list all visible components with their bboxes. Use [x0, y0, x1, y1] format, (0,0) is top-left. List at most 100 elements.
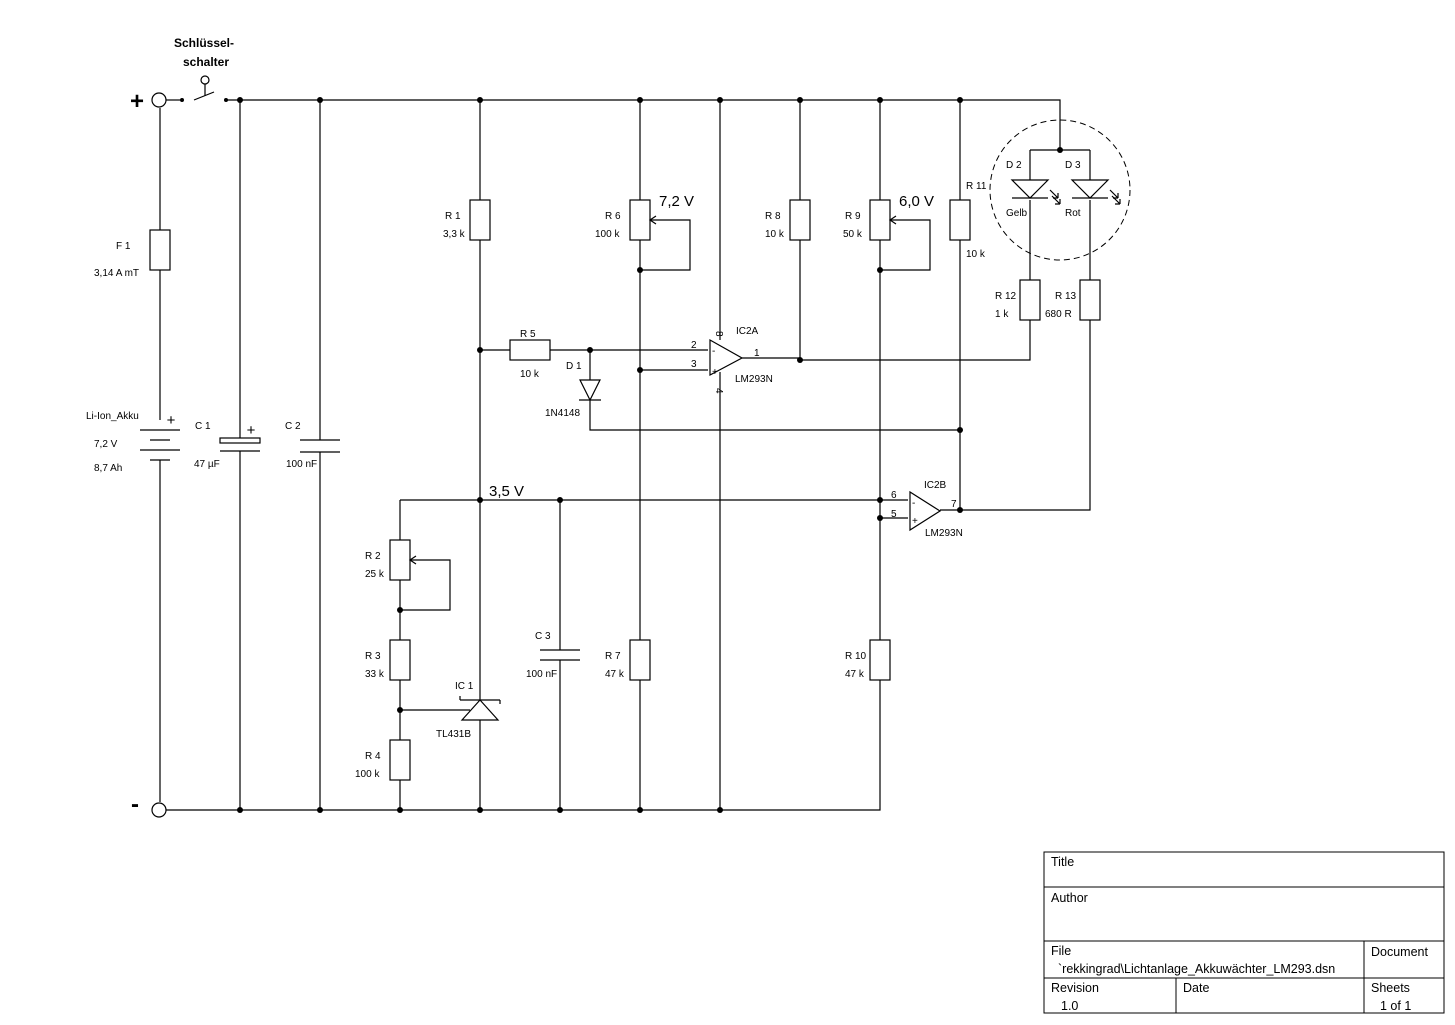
ic2b-pin-5: 5 — [891, 509, 897, 520]
junction-dots — [237, 97, 1063, 813]
r11-value: 10 k — [966, 249, 986, 260]
capacitor-c1: + C 1 47 µF — [194, 421, 261, 470]
f1-value: 3,14 A mT — [94, 268, 139, 279]
r4-value: 100 k — [355, 769, 380, 780]
capacitor-c3: C 3 100 nF — [526, 631, 580, 680]
ic2b-value: LM293N — [925, 528, 963, 539]
r10-ref: R 10 — [845, 651, 867, 662]
ic2a-pin-4: 4 — [713, 388, 724, 394]
r6-ref: R 6 — [605, 211, 621, 222]
c1-ref: C 1 — [195, 421, 211, 432]
ic2a-pin-1: 1 — [754, 348, 760, 359]
minus-sign: - — [131, 791, 139, 818]
c1-value: 47 µF — [194, 459, 220, 470]
r8-value: 10 k — [765, 229, 785, 240]
title-block: Title Author File `rekkingrad\Lichtanlag… — [1043, 851, 1445, 1014]
shunt-reference-ic1: IC 1 TL431B — [436, 681, 501, 740]
ic2a-pin-2: 2 — [691, 340, 697, 351]
resistor-r11: R 11 10 k — [949, 181, 987, 260]
r5-ref: R 5 — [520, 329, 536, 340]
r12-ref: R 12 — [995, 291, 1017, 302]
title-label: Title — [1051, 855, 1074, 869]
r10-value: 47 k — [845, 669, 865, 680]
ic2a-plus: + — [712, 367, 718, 378]
potentiometer-r9: R 9 50 k 6,0 V — [843, 193, 934, 241]
author-label: Author — [1051, 891, 1088, 905]
r2-ref: R 2 — [365, 551, 381, 562]
resistor-r3: R 3 33 k — [365, 639, 411, 681]
ic2b-pin-6: 6 — [891, 490, 897, 501]
d1-ref: D 1 — [566, 361, 582, 372]
r2-value: 25 k — [365, 569, 385, 580]
r1-value: 3,3 k — [443, 229, 466, 240]
capacitor-c2: C 2 100 nF — [285, 421, 340, 470]
potentiometer-r6: R 6 100 k 7,2 V — [595, 193, 694, 241]
r9-ref: R 9 — [845, 211, 861, 222]
key-switch: Schlüssel- schalter — [174, 36, 234, 102]
r13-value: 680 R — [1045, 309, 1072, 320]
r12-value: 1 k — [995, 309, 1009, 320]
switch-label-line1: Schlüssel- — [174, 36, 234, 50]
f1-ref: F 1 — [116, 241, 131, 252]
r1-ref: R 1 — [445, 211, 461, 222]
voltage-label-r6: 7,2 V — [659, 193, 694, 210]
ic2a-pin-3: 3 — [691, 359, 697, 370]
sheets-value: 1 of 1 — [1380, 999, 1411, 1013]
r3-value: 33 k — [365, 669, 385, 680]
ic2b-pin-7: 7 — [951, 499, 957, 510]
diode-d1: D 1 1N4148 — [545, 361, 601, 419]
battery: + Li-Ion_Akku 7,2 V 8,7 Ah — [86, 411, 180, 474]
voltage-label-ref: 3,5 V — [489, 483, 524, 500]
r7-ref: R 7 — [605, 651, 621, 662]
voltage-label-r9: 6,0 V — [899, 193, 934, 210]
resistor-r7: R 7 47 k — [605, 639, 651, 681]
comparator-ic2b: - + IC2B LM293N 6 5 7 — [891, 480, 963, 539]
c2-value: 100 nF — [286, 459, 317, 470]
ic2a-value: LM293N — [735, 374, 773, 385]
r11-ref: R 11 — [966, 181, 987, 192]
fuse-f1: F 1 3,14 A mT — [94, 229, 171, 279]
revision-label: Revision — [1051, 981, 1099, 995]
r7-value: 47 k — [605, 669, 625, 680]
d2-ref: D 2 — [1006, 160, 1022, 171]
document-label: Document — [1371, 945, 1428, 959]
battery-plus-sign: + — [167, 412, 176, 429]
c3-ref: C 3 — [535, 631, 551, 642]
d3-ref: D 3 — [1065, 160, 1081, 171]
r13-ref: R 13 — [1055, 291, 1077, 302]
d1-value: 1N4148 — [545, 408, 580, 419]
r4-ref: R 4 — [365, 751, 381, 762]
ic2a-ref: IC2A — [736, 326, 759, 337]
c3-value: 100 nF — [526, 669, 557, 680]
file-value: `rekkingrad\Lichtanlage_Akkuwächter_LM29… — [1058, 962, 1335, 976]
battery-capacity: 8,7 Ah — [94, 463, 122, 474]
c1-plus-sign: + — [247, 422, 256, 439]
led-d3: D 3 Rot — [1065, 160, 1121, 219]
ic1-value: TL431B — [436, 729, 471, 740]
ic2a-pin-8: 8 — [713, 331, 724, 337]
ic2b-minus: - — [912, 498, 915, 509]
switch-label-line2: schalter — [183, 55, 229, 69]
resistor-r12: R 12 1 k — [995, 279, 1041, 321]
ic2b-ref: IC2B — [924, 480, 947, 491]
r8-ref: R 8 — [765, 211, 781, 222]
plus-sign: + — [130, 88, 144, 115]
d2-value: Gelb — [1006, 208, 1028, 219]
led-housing — [989, 119, 1131, 261]
ic2a-minus: - — [712, 346, 715, 357]
resistor-r5: R 5 10 k — [509, 329, 551, 380]
c2-ref: C 2 — [285, 421, 301, 432]
ic1-ref: IC 1 — [455, 681, 474, 692]
resistor-r8: R 8 10 k — [765, 199, 811, 241]
sheets-label: Sheets — [1371, 981, 1410, 995]
r3-ref: R 3 — [365, 651, 381, 662]
led-d2: D 2 Gelb — [1006, 160, 1061, 219]
r6-value: 100 k — [595, 229, 620, 240]
resistor-r4: R 4 100 k — [355, 739, 411, 781]
battery-voltage: 7,2 V — [94, 439, 118, 450]
terminal-plus: + — [130, 88, 167, 115]
comparator-ic2a: - + IC2A LM293N 8 2 3 1 4 — [691, 326, 773, 394]
r5-value: 10 k — [520, 369, 540, 380]
d3-value: Rot — [1065, 208, 1081, 219]
